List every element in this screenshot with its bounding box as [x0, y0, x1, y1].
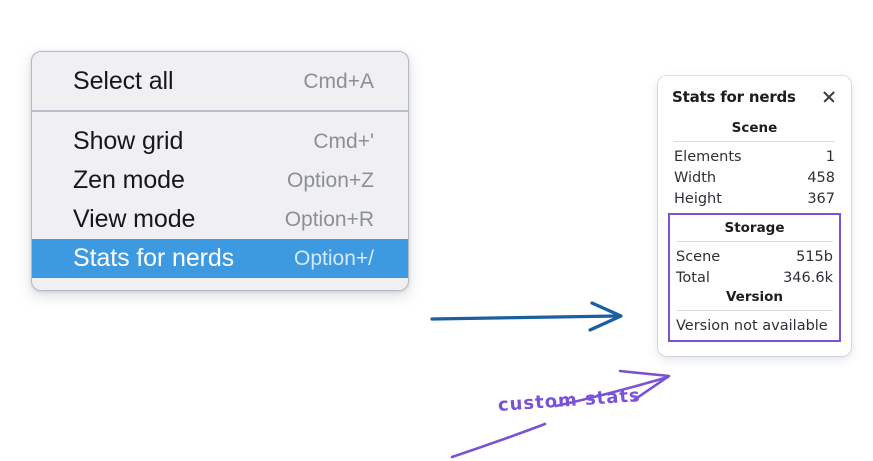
menu-item-show-grid[interactable]: Show grid Cmd+' [32, 122, 408, 161]
custom-stats-callout-label: custom stats [497, 385, 642, 416]
panel-header: Stats for nerds [672, 88, 837, 106]
stat-label: Width [674, 169, 717, 186]
menu-item-shortcut: Cmd+A [303, 69, 374, 93]
menu-item-label: Stats for nerds [73, 244, 235, 272]
menu-item-label: Show grid [73, 127, 184, 155]
menu-item-shortcut: Option+Z [287, 168, 374, 192]
stats-section-storage: Storage Scene 515b Total 346.6k [674, 219, 835, 288]
stat-label: Height [674, 190, 722, 207]
custom-stats-highlight-box: Storage Scene 515b Total 346.6k Version … [668, 213, 841, 342]
section-divider [676, 241, 833, 242]
menu-item-zen-mode[interactable]: Zen mode Option+Z [32, 161, 408, 200]
stat-row-elements: Elements 1 [672, 146, 837, 167]
menu-item-shortcut: Option+R [284, 207, 374, 231]
stat-row-storage-scene: Scene 515b [674, 246, 835, 267]
menu-item-view-mode[interactable]: View mode Option+R [32, 200, 408, 239]
stats-section-version: Version Version not available [674, 288, 835, 335]
section-title-version: Version [725, 289, 784, 305]
stat-label: Scene [676, 248, 721, 265]
section-title-scene: Scene [731, 120, 778, 136]
close-icon[interactable] [821, 89, 837, 105]
section-divider [676, 310, 833, 311]
menu-item-select-all[interactable]: Select all Cmd+A [32, 62, 408, 101]
blue-arrow-menu-to-panel [430, 301, 623, 332]
menu-item-shortcut: Cmd+' [313, 129, 374, 153]
stat-value: 458 [807, 169, 835, 186]
menu-item-label: Zen mode [73, 166, 185, 194]
version-not-available-text: Version not available [676, 318, 828, 334]
stat-value: 515b [796, 248, 833, 265]
stat-label: Total [676, 269, 710, 286]
menu-item-label: Select all [73, 67, 174, 95]
panel-title: Stats for nerds [672, 88, 796, 106]
context-menu[interactable]: Select all Cmd+A Show grid Cmd+' Zen mod… [31, 51, 409, 291]
stat-value: 367 [807, 190, 835, 207]
stat-row-height: Height 367 [672, 188, 837, 209]
menu-item-stats-for-nerds[interactable]: Stats for nerds Option+/ [32, 239, 408, 278]
purple-underline-stroke [450, 422, 547, 459]
section-divider [674, 141, 835, 142]
menu-group-1: Select all Cmd+A [32, 52, 408, 112]
stats-for-nerds-panel: Stats for nerds Scene Elements 1 Width 4… [658, 76, 851, 356]
menu-item-shortcut: Option+/ [294, 246, 374, 270]
stats-section-scene: Scene Elements 1 Width 458 Height 367 [672, 118, 837, 209]
stat-row-storage-total: Total 346.6k [674, 267, 835, 288]
section-title-storage: Storage [724, 220, 785, 236]
stat-label: Elements [674, 148, 742, 165]
menu-group-2: Show grid Cmd+' Zen mode Option+Z View m… [32, 112, 408, 290]
menu-item-label: View mode [73, 205, 196, 233]
stat-value: 1 [825, 148, 835, 165]
stat-value: 346.6k [783, 269, 833, 286]
stat-row-width: Width 458 [672, 167, 837, 188]
